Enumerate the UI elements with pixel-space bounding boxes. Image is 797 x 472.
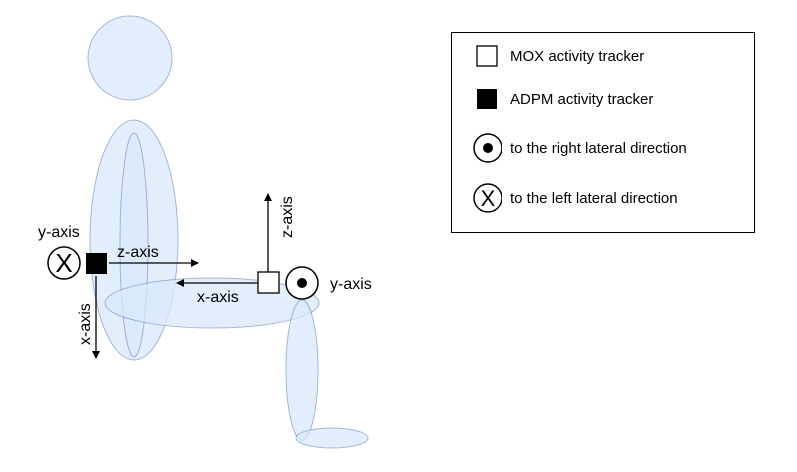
circled-dot-icon bbox=[472, 132, 502, 164]
adpm-y-axis-label: y-axis bbox=[38, 224, 80, 241]
svg-text:X: X bbox=[481, 186, 496, 211]
adpm-left-lateral-circle bbox=[47, 246, 81, 280]
legend-box: MOX activity tracker ADPM activity track… bbox=[451, 32, 755, 233]
legend-label-adpm: ADPM activity tracker bbox=[510, 90, 654, 108]
legend-item-mox: MOX activity tracker bbox=[472, 45, 644, 67]
mox-right-lateral-dot bbox=[297, 278, 307, 288]
circled-x-icon: X bbox=[472, 182, 502, 214]
legend-label-mox: MOX activity tracker bbox=[510, 47, 645, 65]
seated-body-figure bbox=[87, 15, 369, 449]
legend-label-right-lateral: to the right lateral direction bbox=[510, 139, 687, 157]
adpm-axes: X y-axis z-axis x-axis bbox=[38, 224, 199, 359]
legend-item-adpm: ADPM activity tracker bbox=[472, 88, 653, 110]
adpm-x-axis-label: x-axis bbox=[77, 303, 94, 345]
mox-tracker-open-square-icon bbox=[257, 271, 280, 294]
mox-x-axis-label: x-axis bbox=[197, 289, 239, 306]
mox-y-axis-label: y-axis bbox=[330, 276, 372, 293]
mox-z-axis-label: z-axis bbox=[279, 196, 296, 238]
lower-leg-shape bbox=[285, 299, 319, 441]
adpm-left-lateral-x-glyph: X bbox=[55, 248, 72, 278]
mox-axes: z-axis x-axis y-axis bbox=[176, 193, 372, 306]
legend-item-right-lateral: to the right lateral direction bbox=[472, 132, 687, 164]
head-shape bbox=[87, 15, 173, 101]
foot-shape bbox=[295, 427, 369, 449]
adpm-z-axis-label: z-axis bbox=[117, 244, 159, 261]
legend-label-left-lateral: to the left lateral direction bbox=[510, 189, 678, 207]
open-square-icon bbox=[472, 45, 502, 67]
adpm-tracker-filled-square-icon bbox=[86, 253, 107, 274]
legend-item-left-lateral: X to the left lateral direction bbox=[472, 182, 678, 214]
filled-square-icon bbox=[472, 88, 502, 110]
